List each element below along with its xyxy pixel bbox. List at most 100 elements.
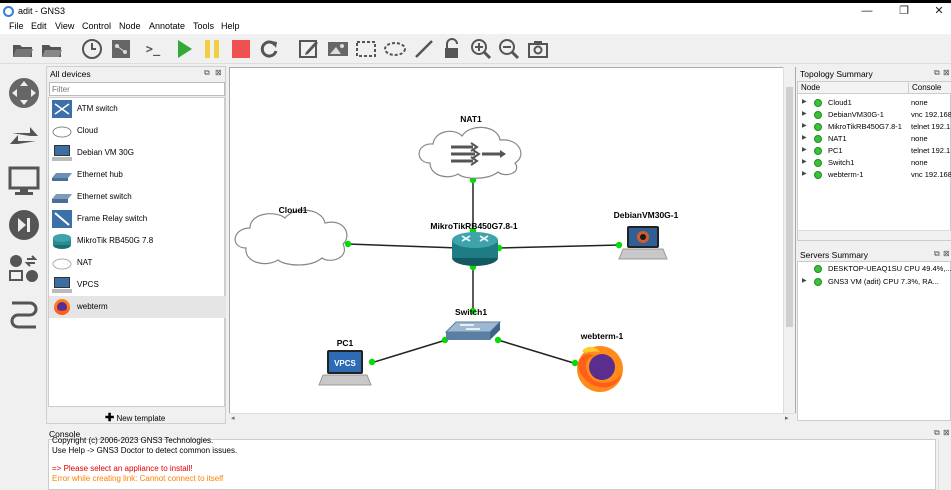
- expand-icon[interactable]: ▶: [802, 99, 807, 105]
- topology-close-button[interactable]: ⊠: [943, 68, 950, 77]
- stop-button[interactable]: [230, 38, 252, 60]
- add-note-button[interactable]: [298, 38, 320, 60]
- console-button[interactable]: >_: [142, 38, 164, 60]
- topology-canvas[interactable]: VPCS NAT1 Cloud1 MikroTikRB450G7.8-1 Deb…: [229, 67, 796, 414]
- menu-annotate[interactable]: Annotate: [149, 21, 186, 31]
- console-scrollbar[interactable]: [938, 439, 949, 490]
- table-row[interactable]: ▶GNS3 VM (adit) CPU 7.3%, RA...: [798, 276, 951, 288]
- console-close-button[interactable]: ⊠: [943, 428, 950, 437]
- reload-button[interactable]: [258, 38, 280, 60]
- link-switch-webterm[interactable]: [497, 339, 578, 365]
- devices-panel-float-button[interactable]: ⧉: [204, 68, 210, 77]
- cloud1-node[interactable]: [234, 209, 348, 266]
- devices-panel-close-button[interactable]: ⊠: [215, 68, 222, 77]
- topology-horizontal-scrollbar[interactable]: [798, 230, 951, 240]
- new-template-button[interactable]: ✚ New template: [105, 411, 165, 424]
- node-console: telnet 192.1: [911, 122, 951, 131]
- menu-view[interactable]: View: [55, 21, 75, 31]
- list-item[interactable]: Cloud: [49, 120, 226, 142]
- list-item[interactable]: MikroTik RB450G 7.8: [49, 230, 226, 252]
- menu-control[interactable]: Control: [82, 21, 112, 31]
- switches-button[interactable]: [7, 120, 41, 154]
- node-console: none: [911, 158, 928, 167]
- list-item[interactable]: webterm: [49, 296, 226, 318]
- expand-icon[interactable]: ▶: [802, 135, 807, 141]
- nat1-node[interactable]: [418, 126, 522, 179]
- scrollbar-thumb[interactable]: [786, 87, 793, 327]
- console-float-button[interactable]: ⧉: [934, 428, 940, 437]
- list-item[interactable]: ATM switch: [49, 98, 226, 120]
- end-devices-button[interactable]: [7, 164, 41, 198]
- servers-summary-table: DESKTOP-UEAQ1SU CPU 49.4%,... ▶GNS3 VM (…: [797, 261, 951, 421]
- expand-icon[interactable]: ▶: [802, 147, 807, 153]
- debian-node[interactable]: [618, 226, 668, 260]
- zoom-out-button[interactable]: [498, 38, 520, 60]
- column-header-node[interactable]: Node: [798, 82, 908, 94]
- start-button[interactable]: [173, 38, 195, 60]
- menu-file[interactable]: File: [9, 21, 24, 31]
- webterm-node[interactable]: [577, 346, 623, 392]
- link-cloud-router[interactable]: [347, 243, 460, 249]
- menu-edit[interactable]: Edit: [31, 21, 47, 31]
- snapshot-button[interactable]: [81, 38, 103, 60]
- list-item[interactable]: NAT: [49, 252, 226, 274]
- list-item[interactable]: Ethernet hub: [49, 164, 226, 186]
- expand-icon[interactable]: ▶: [802, 171, 807, 177]
- canvas-horizontal-scrollbar[interactable]: ◂ ▸: [229, 413, 796, 424]
- switch1-node[interactable]: [444, 321, 502, 340]
- draw-line-button[interactable]: [413, 38, 435, 60]
- menu-node[interactable]: Node: [119, 21, 141, 31]
- close-button[interactable]: ✕: [934, 5, 944, 17]
- firefox-icon: [54, 299, 70, 315]
- screenshot-button[interactable]: [527, 38, 549, 60]
- draw-ellipse-button[interactable]: [384, 38, 406, 60]
- expand-icon[interactable]: ▶: [802, 123, 807, 129]
- expand-icon[interactable]: ▶: [802, 159, 807, 165]
- scroll-right-icon[interactable]: ▸: [785, 415, 789, 422]
- servers-float-button[interactable]: ⧉: [934, 249, 940, 258]
- device-filter-input[interactable]: [49, 82, 225, 96]
- open-project-button[interactable]: [41, 38, 63, 60]
- list-item[interactable]: Debian VM 30G: [49, 142, 226, 164]
- node-console: vnc 192.168: [911, 110, 951, 119]
- pause-button[interactable]: [201, 38, 223, 60]
- start-icon: [178, 40, 192, 58]
- servers-close-button[interactable]: ⊠: [943, 249, 950, 258]
- zoom-in-button[interactable]: [470, 38, 492, 60]
- new-project-button[interactable]: [12, 38, 34, 60]
- column-header-console[interactable]: Console: [908, 82, 951, 94]
- menu-help[interactable]: Help: [221, 21, 240, 31]
- router-node[interactable]: [452, 232, 498, 266]
- link-switch-pc[interactable]: [370, 339, 447, 364]
- expand-icon[interactable]: ▶: [802, 278, 807, 284]
- maximize-button[interactable]: ❐: [899, 5, 909, 17]
- pc1-node[interactable]: VPCS: [318, 350, 372, 386]
- console-output[interactable]: Copyright (c) 2006-2023 GNS3 Technologie…: [48, 436, 936, 490]
- insert-image-button[interactable]: [327, 38, 349, 60]
- add-link-button[interactable]: [7, 296, 41, 330]
- all-devices-button[interactable]: [7, 252, 41, 286]
- list-item[interactable]: Ethernet switch: [49, 186, 226, 208]
- table-row[interactable]: DESKTOP-UEAQ1SU CPU 49.4%,...: [798, 263, 951, 275]
- topology-float-button[interactable]: ⧉: [934, 68, 940, 77]
- routers-button[interactable]: [7, 76, 41, 110]
- lock-button[interactable]: [441, 38, 463, 60]
- expand-icon[interactable]: ▶: [802, 111, 807, 117]
- security-devices-button[interactable]: [7, 208, 41, 242]
- list-item[interactable]: Frame Relay switch: [49, 208, 226, 230]
- canvas-vertical-scrollbar[interactable]: [783, 67, 795, 414]
- draw-rectangle-button[interactable]: [355, 38, 377, 60]
- scroll-left-icon[interactable]: ◂: [231, 415, 235, 422]
- minimize-button[interactable]: —: [861, 5, 873, 17]
- menu-tools[interactable]: Tools: [193, 21, 215, 31]
- show-interfaces-button[interactable]: [110, 38, 132, 60]
- list-item[interactable]: VPCS: [49, 274, 226, 296]
- link-router-debian[interactable]: [497, 244, 621, 249]
